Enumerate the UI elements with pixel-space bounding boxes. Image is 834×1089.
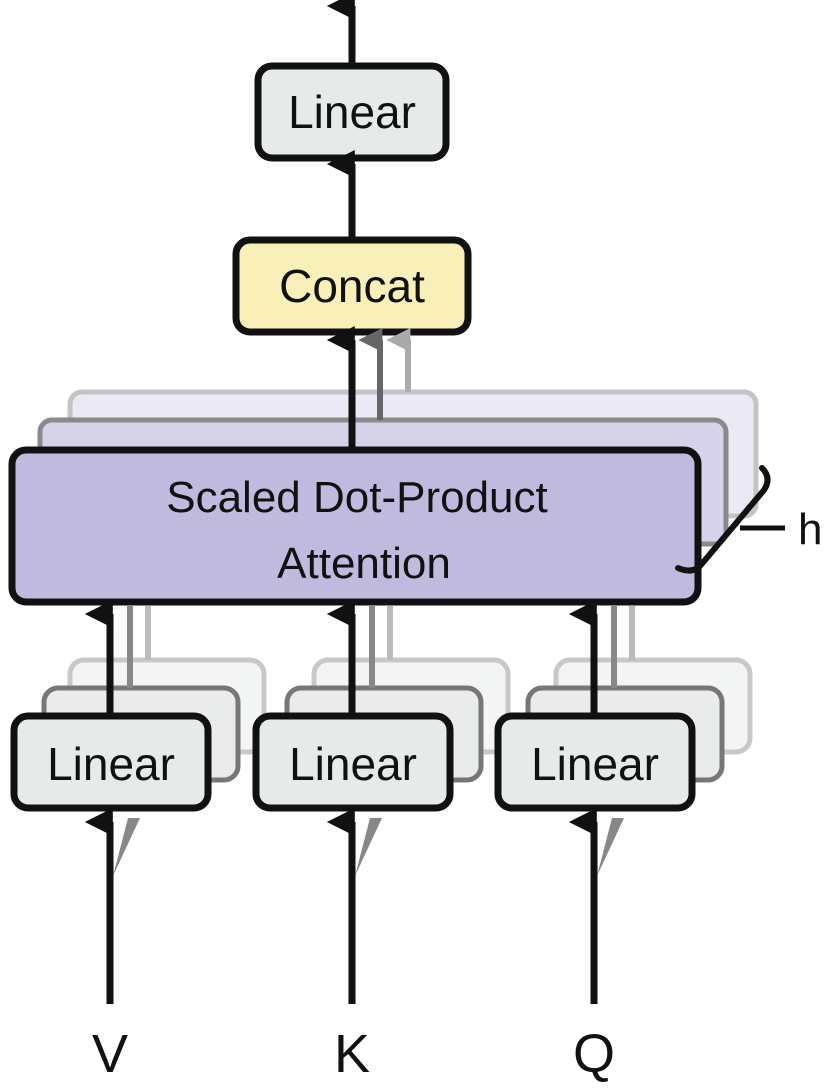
- input-k-label: K: [334, 1024, 370, 1084]
- attention-label-line1: Scaled Dot-Product: [166, 473, 548, 522]
- heads-bracket: [675, 465, 771, 574]
- linear-q-label: Linear: [531, 738, 659, 790]
- linear-q-group: Linear: [494, 600, 753, 1004]
- linear-k-group: Linear: [252, 600, 511, 1004]
- heads-label: h: [798, 505, 822, 554]
- top-linear-label: Linear: [288, 86, 416, 138]
- linear-v-label: Linear: [47, 738, 175, 790]
- linear-v-group: Linear: [10, 600, 267, 1004]
- attention-box: [8, 446, 702, 606]
- input-q-label: Q: [573, 1024, 615, 1084]
- attention-label-line2: Attention: [277, 539, 451, 588]
- linear-k-label: Linear: [289, 738, 417, 790]
- input-v-label: V: [92, 1024, 128, 1084]
- concat-label: Concat: [279, 260, 425, 312]
- top-arrows: [326, 0, 411, 448]
